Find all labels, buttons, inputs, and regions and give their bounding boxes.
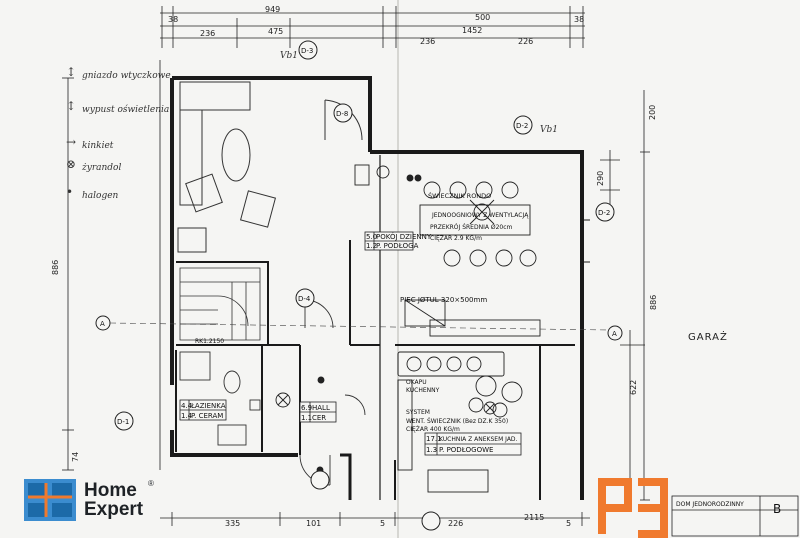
title-block-sheet: B xyxy=(773,502,781,516)
legend-text-3: żyrandol xyxy=(81,163,121,173)
title-block-name: DOM JEDNORODZINNY xyxy=(676,501,744,508)
laz-floor: P. CERAM xyxy=(191,412,223,420)
chandelier-line-4: CIĘŻAR 2.9 KG/m xyxy=(430,235,482,242)
dim-left-2: 74 xyxy=(71,452,80,462)
kuch-name: KUCHNIA Z ANEKSEM JAD. xyxy=(439,436,518,443)
piec-label: PIEC JØTUL 320×500mm xyxy=(400,296,487,304)
watermark-mark xyxy=(598,478,668,538)
home-expert-logo: Home Expert ® xyxy=(24,479,164,523)
marker-d8: D-8 xyxy=(336,110,348,118)
title-block xyxy=(671,495,799,537)
kuch-floor: P. PODŁOGOWE xyxy=(439,446,493,454)
legend-symbol-2: → xyxy=(66,135,76,149)
bathroom-fixtures xyxy=(179,351,261,446)
electrical-symbols xyxy=(275,174,497,474)
hall-name: HALL xyxy=(312,404,330,412)
living-room-furniture xyxy=(177,81,363,253)
dim-top-9: 236 xyxy=(420,37,435,46)
pokoj-floor: P. PODŁOGA xyxy=(376,242,419,250)
marker-d2b: D-2 xyxy=(598,209,610,217)
okap-line-2: KUCHENNY xyxy=(406,387,440,394)
system-line-3: CIĘŻAR 400 KG/m xyxy=(406,426,460,433)
marker-a-right: A xyxy=(612,330,617,338)
chandelier-line-2: JEDNOOGNIOWY Z WENTYLACJĄ xyxy=(431,212,529,219)
marker-d3: D-3 xyxy=(301,47,313,55)
dim-left-1: 886 xyxy=(51,260,60,275)
legend-text-2: kinkiet xyxy=(82,141,114,151)
marker-vb-right: Vb1 xyxy=(540,125,558,135)
dim-top-8: 226 xyxy=(518,37,533,46)
legend-symbol-0: ↕ xyxy=(66,65,76,79)
dining-table xyxy=(419,181,537,267)
bottom-dimension-lines xyxy=(160,512,590,526)
kuch-floor-num: 1.3 xyxy=(426,446,437,454)
dim-bottom-6: 5 xyxy=(566,519,571,528)
legend-symbol-1: ↕ xyxy=(66,99,76,113)
brand-line-1: Home xyxy=(84,480,137,501)
kuch-num: 17.1 xyxy=(426,435,442,443)
laz-name: ŁAZIENKA xyxy=(190,402,226,410)
dim-right-1: 200 xyxy=(648,105,657,120)
axis-a-line xyxy=(109,322,609,331)
interior-walls xyxy=(175,240,575,500)
dim-top-3: 500 xyxy=(475,13,490,22)
laz-num: 4.4 xyxy=(181,402,193,410)
dim-bottom-4: 226 xyxy=(448,519,463,528)
stove xyxy=(354,164,446,327)
hall-floor-num: 1.1 xyxy=(301,414,312,422)
pokoj-name: POKÓJ DZIENNY xyxy=(376,232,432,241)
right-dimension-lines xyxy=(600,90,650,501)
dim-top-5: 236 xyxy=(200,29,215,38)
dim-bottom-1: 335 xyxy=(225,519,240,528)
dim-top-7: 1452 xyxy=(462,26,482,35)
marker-d1: D-1 xyxy=(117,418,129,426)
brand-line-2: Expert xyxy=(84,499,144,520)
legend-text-0: gniazdo wtyczkowe xyxy=(82,71,171,81)
marker-d2: D-2 xyxy=(516,122,528,130)
outer-walls xyxy=(170,76,590,500)
okap-line-1: OKAPU xyxy=(406,379,427,386)
top-dimension-lines xyxy=(160,6,585,48)
marker-vb-left: Vb1 xyxy=(280,51,298,61)
left-dimension-lines xyxy=(62,60,161,471)
laz-floor-num: 1.4 xyxy=(181,412,193,420)
marker-d4: D-4 xyxy=(298,295,311,303)
legend: ↕ gniazdo wtyczkowe ↕ wypust oświetlenia… xyxy=(66,65,171,201)
garaz-label: GARAŻ xyxy=(688,330,728,343)
system-line-1: SYSTEM xyxy=(406,409,430,416)
dim-right-3: 886 xyxy=(649,295,658,310)
dim-top-2: 949 xyxy=(265,5,280,14)
section-markers xyxy=(95,40,623,531)
room-label-boxes xyxy=(179,231,522,456)
pokoj-floor-num: 1.2 xyxy=(366,242,377,250)
home-expert-icon xyxy=(24,479,76,521)
dim-top-6: 475 xyxy=(268,27,283,36)
legend-symbol-3: ⊗ xyxy=(66,157,76,171)
pokoj-num: 5.0 xyxy=(366,233,377,241)
chandelier-line-1: ŚWIECZNIK RONDO xyxy=(428,191,491,200)
dim-bottom-5: 2115 xyxy=(524,513,544,522)
legend-text-1: wypust oświetlenia xyxy=(82,104,169,115)
hall-floor: CER xyxy=(312,414,326,422)
watermark-mark-shape xyxy=(598,478,668,538)
hall-num: 6.9 xyxy=(301,404,312,412)
legend-symbol-4: • xyxy=(66,185,73,199)
brand-registered: ® xyxy=(148,479,154,488)
dim-bottom-2: 101 xyxy=(306,519,321,528)
staircase xyxy=(179,267,261,341)
dim-top-1: 38 xyxy=(168,15,178,24)
dim-bottom-3: 5 xyxy=(380,519,385,528)
dim-right-2: 290 xyxy=(596,171,605,186)
rk-label: RK1.2150 xyxy=(195,338,224,345)
kitchen-island xyxy=(397,319,541,493)
system-line-2: WENT. ŚWIECZNIK (Bez DZ.K 350) xyxy=(406,418,508,425)
dim-right-4: 622 xyxy=(629,380,638,395)
marker-a-left: A xyxy=(100,320,105,328)
dim-top-4: 38 xyxy=(574,15,584,24)
legend-text-4: halogen xyxy=(82,191,119,201)
chandelier-line-3: PRZEKRÓJ ŚREDNIA Ø20cm xyxy=(430,224,513,231)
